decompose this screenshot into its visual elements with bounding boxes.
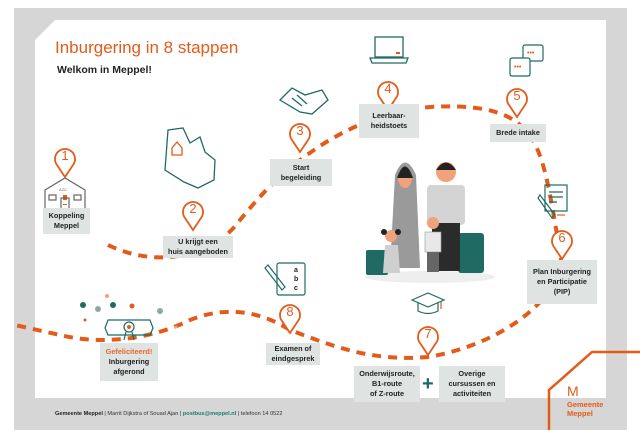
map-house-icon bbox=[164, 127, 216, 189]
step-number: 5 bbox=[513, 88, 521, 103]
step-1-pin: 1 bbox=[54, 145, 76, 179]
step-4-label: Leerbaar-heidstoets bbox=[359, 104, 419, 138]
svg-text:•••: ••• bbox=[514, 64, 522, 71]
footer-org: Gemeente Meppel bbox=[55, 411, 103, 417]
step-number: 3 bbox=[296, 123, 304, 138]
checklist-icon bbox=[264, 262, 306, 296]
footer-email-link[interactable]: postbus@meppel.nl bbox=[182, 411, 237, 417]
svg-text:•••: ••• bbox=[527, 50, 535, 57]
laptop-icon bbox=[369, 36, 409, 64]
step-number: 1 bbox=[61, 148, 69, 163]
footer: Gemeente Meppel | Marrit Dijkstra of Sou… bbox=[55, 411, 282, 417]
school-building-icon bbox=[44, 177, 86, 211]
handshake-icon bbox=[278, 87, 329, 115]
page-title: Inburgering in 8 stappen bbox=[55, 38, 239, 57]
footer-contacts: | Marrit Dijkstra of Souad Ajan | bbox=[102, 411, 183, 417]
step-5-pin: 5 bbox=[506, 85, 528, 119]
footer-phone: | telefoon 14 0522 bbox=[236, 411, 283, 417]
step-number: 2 bbox=[189, 201, 197, 216]
step-4-pin: 4 bbox=[377, 78, 399, 112]
step-5-label: Brede intake bbox=[490, 124, 546, 142]
school-sign: AZC bbox=[59, 187, 67, 192]
family-illustration bbox=[365, 162, 495, 283]
step-3-pin: 3 bbox=[289, 120, 311, 154]
page-subtitle: Welkom in Meppel! bbox=[57, 64, 152, 76]
plus-sign: + bbox=[422, 373, 434, 395]
graduation-cap-icon bbox=[410, 292, 446, 315]
diploma-icon bbox=[104, 319, 154, 341]
step-8-pin: 8 bbox=[279, 301, 301, 335]
step-number: 7 bbox=[424, 326, 432, 341]
logo-frame-line bbox=[547, 350, 640, 430]
step-number: 6 bbox=[558, 230, 566, 245]
step-number: 8 bbox=[286, 304, 294, 319]
step-7-pin: 7 bbox=[417, 323, 439, 357]
chat-bubbles-icon: ••• ••• bbox=[509, 44, 544, 77]
confetti-dots bbox=[80, 294, 178, 329]
document-pen-icon bbox=[537, 184, 568, 219]
step-2-pin: 2 bbox=[182, 198, 204, 232]
step-6-pin: 6 bbox=[551, 227, 573, 261]
step-number: 4 bbox=[384, 81, 392, 96]
